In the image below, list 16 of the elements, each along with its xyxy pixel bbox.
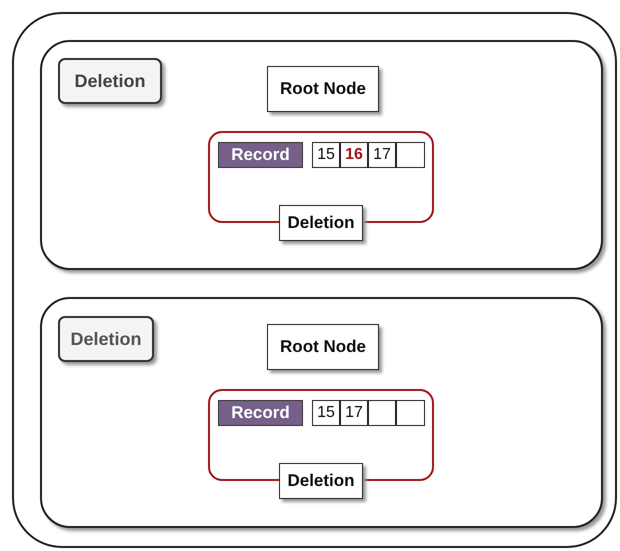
array-cell: 16 bbox=[340, 142, 368, 168]
record-header: Record bbox=[218, 400, 303, 426]
array-cell: 15 bbox=[312, 400, 340, 426]
record-header: Record bbox=[218, 142, 303, 168]
array-cell: 17 bbox=[340, 400, 368, 426]
step-tag: Deletion bbox=[58, 58, 162, 104]
operation-box: Deletion bbox=[279, 463, 363, 499]
array-cell: 17 bbox=[368, 142, 396, 168]
operation-box: Deletion bbox=[279, 205, 363, 241]
array-cell: 15 bbox=[312, 142, 340, 168]
panel-card bbox=[40, 297, 603, 528]
step-tag: Deletion bbox=[58, 316, 154, 362]
root-node-box: Root Node bbox=[267, 66, 379, 112]
panel-card bbox=[40, 40, 603, 270]
outer-frame bbox=[12, 12, 617, 548]
root-node-box: Root Node bbox=[267, 324, 379, 370]
